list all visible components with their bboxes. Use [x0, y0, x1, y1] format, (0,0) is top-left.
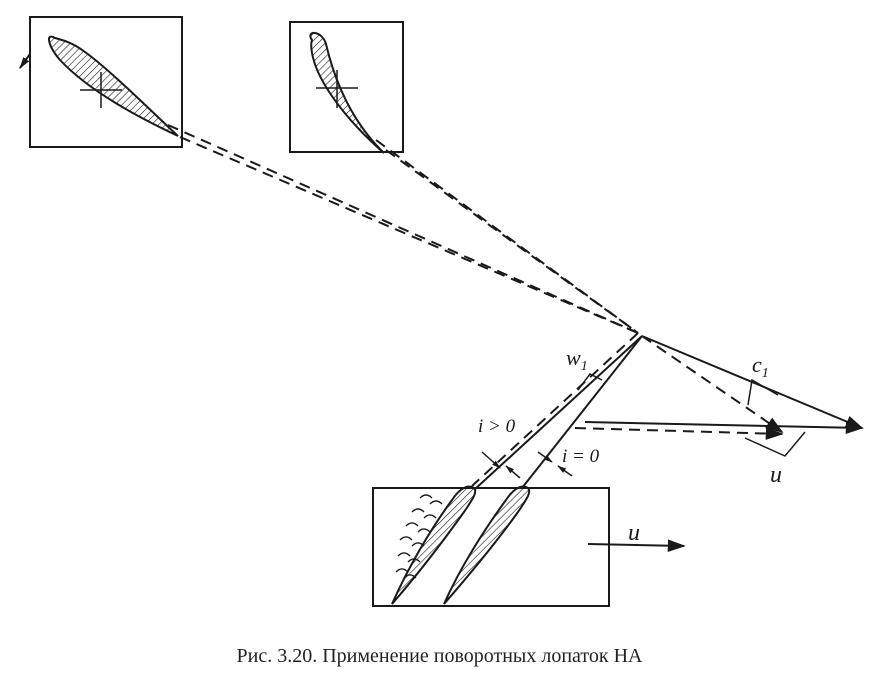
w1-vector-design [473, 335, 643, 491]
figure-caption: Рис. 3.20. Применение поворотных лопаток… [236, 645, 643, 667]
blade-cascade [372, 485, 686, 607]
blade-inset-left [19, 16, 183, 148]
blade-profile-left [48, 35, 179, 137]
label-u-triangle: u [770, 462, 782, 488]
velocity-triangle [471, 332, 864, 491]
flow-separation-vortices [395, 494, 443, 579]
cascade-frame [372, 487, 610, 607]
c1-brace [747, 378, 779, 406]
blade-profile-middle [309, 32, 385, 154]
w1-vector-dashed [471, 332, 639, 487]
u-vector-upper [584, 421, 864, 434]
inset-frame-left [29, 16, 183, 148]
w1-vector-rotated [521, 335, 643, 489]
label-w1: w1 [566, 345, 588, 374]
label-u-blade: u [628, 520, 640, 546]
blade-motion-arrow [587, 539, 686, 552]
inset-frame-middle [289, 21, 404, 153]
u-brace [744, 431, 806, 457]
u-vector-dashed [574, 427, 784, 440]
label-i-zero: i = 0 [562, 446, 600, 467]
c1-vector-dashed [641, 335, 784, 434]
blade-inset-middle [289, 21, 404, 154]
w1-brace [577, 373, 603, 391]
projection-lines [167, 124, 639, 334]
incidence-marks [481, 451, 573, 479]
blade-profile-cascade-1 [391, 485, 477, 605]
rotation-arrow-left [19, 53, 31, 69]
label-c1: c1 [752, 352, 769, 381]
label-i-positive: i > 0 [478, 416, 516, 437]
blade-profile-cascade-2 [443, 485, 531, 605]
